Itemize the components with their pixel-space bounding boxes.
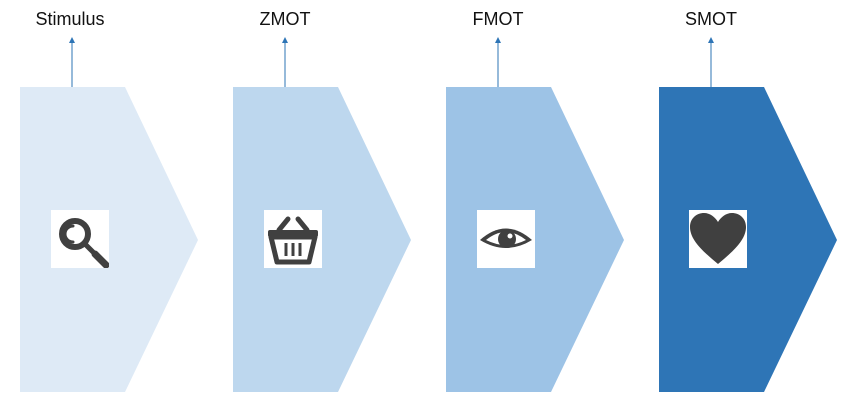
stage-label-stimulus: Stimulus xyxy=(35,9,105,29)
stage-label-smot: SMOT xyxy=(685,9,737,29)
magnifier-icon xyxy=(51,210,109,268)
stage-label-fmot: FMOT xyxy=(472,9,524,29)
stage-chevron-smot xyxy=(659,87,837,392)
stage-label-zmot: ZMOT xyxy=(259,9,311,29)
stage-chevron-zmot xyxy=(233,87,411,392)
eye-icon xyxy=(477,210,535,268)
heart-icon xyxy=(689,210,747,268)
basket-icon xyxy=(264,210,322,268)
stage-chevron-stimulus xyxy=(20,87,198,392)
stage-chevron-fmot xyxy=(446,87,624,392)
